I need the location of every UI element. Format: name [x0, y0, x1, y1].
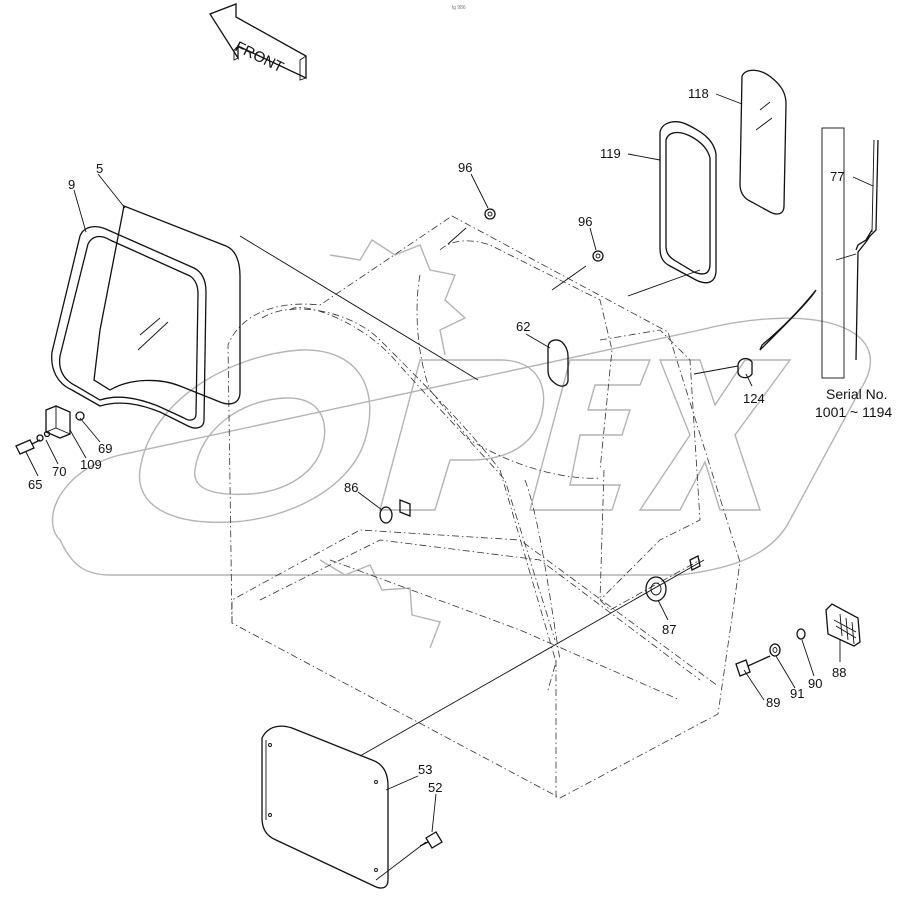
callout-69: 69	[98, 441, 112, 456]
grommet-right	[592, 250, 604, 262]
rear-cover-panel	[261, 725, 389, 889]
corner-mark: lg 986	[452, 5, 466, 11]
antenna-group	[759, 127, 879, 379]
callout-89: 89	[766, 695, 780, 710]
grip-handle	[547, 339, 569, 387]
seal-ring	[645, 555, 701, 602]
lever-fasteners	[735, 628, 806, 677]
side-window-glass	[93, 205, 241, 405]
callout-52: 52	[428, 780, 442, 795]
callout-62: 62	[516, 319, 530, 334]
serial-bracket	[821, 127, 845, 379]
callout-90: 90	[808, 676, 822, 691]
rear-window-glass	[739, 69, 787, 215]
cab-frame	[227, 215, 741, 799]
callout-96-right: 96	[578, 214, 592, 229]
callout-124: 124	[743, 391, 765, 406]
leader-lines	[25, 93, 874, 881]
bushing	[379, 499, 411, 524]
front-arrow-icon: FRONT	[209, 3, 307, 81]
callout-5: 5	[96, 161, 103, 176]
callout-65: 65	[28, 477, 42, 492]
callout-87: 87	[662, 622, 676, 637]
callout-96-upper: 96	[458, 160, 472, 175]
front-label: FRONT	[232, 38, 286, 76]
lock-lever	[825, 603, 861, 647]
serial-label: Serial No.	[826, 386, 887, 402]
side-window-seal	[51, 225, 207, 429]
callout-70: 70	[52, 464, 66, 479]
callout-9: 9	[68, 177, 75, 192]
callout-53: 53	[418, 762, 432, 777]
latch-block	[45, 405, 85, 439]
serial-range: 1001 ~ 1194	[815, 404, 892, 420]
callout-labels: 118 119 77 5 9 96 96 62 124 69 70 109 65…	[28, 86, 846, 795]
callout-77: 77	[830, 169, 844, 184]
callout-118: 118	[688, 86, 709, 101]
panel-bolt	[419, 831, 443, 849]
grommet-upper	[484, 208, 496, 220]
callout-86: 86	[344, 480, 358, 495]
callout-91: 91	[790, 686, 804, 701]
cap-nut	[737, 357, 753, 379]
callout-119: 119	[600, 146, 621, 161]
latch-fasteners	[15, 430, 51, 455]
rear-window-seal	[659, 121, 717, 284]
callout-109: 109	[80, 457, 102, 472]
opex-watermark-logo	[51, 239, 872, 649]
callout-88: 88	[832, 665, 846, 680]
serial-note: Serial No. 1001 ~ 1194	[815, 386, 892, 420]
